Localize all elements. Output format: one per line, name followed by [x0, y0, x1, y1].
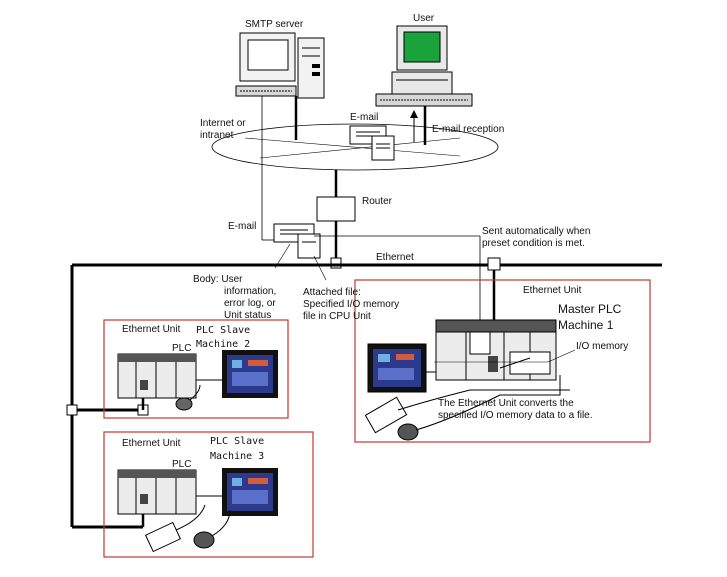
user-computer-icon — [375, 25, 473, 107]
slave2-box — [103, 319, 289, 419]
sent-auto-label-1: Sent automatically when — [482, 226, 591, 237]
router-icon — [316, 196, 356, 222]
plc-rack-icon — [117, 469, 197, 515]
master-plc-title-2: Machine 1 — [558, 318, 614, 332]
slave3-title-1: PLC Slave — [210, 436, 265, 447]
slave2-title-1: PLC Slave — [196, 325, 251, 336]
slave3-ethernet-unit-label: Ethernet Unit — [122, 438, 181, 449]
user-label: User — [413, 13, 435, 24]
master-plc-title-1: Master PLC — [558, 302, 622, 316]
smtp-server-label: SMTP server — [245, 19, 304, 30]
slave3-plc-label: PLC — [172, 459, 192, 470]
body-label-2: information, — [224, 286, 277, 297]
converts-label-2: specified I/O memory data to a file. — [438, 410, 593, 421]
internet-label-2: intranet — [200, 130, 234, 141]
attached-label-2: Specified I/O memory — [303, 299, 400, 310]
body-label-4: Unit status — [224, 310, 272, 321]
internet-ellipse — [211, 123, 499, 171]
sent-auto-label-2: preset condition is met. — [482, 238, 585, 249]
hmi-screen-icon — [222, 468, 278, 516]
email-reception-label: E-mail reception — [432, 124, 505, 135]
email-top-label: E-mail — [350, 112, 379, 123]
plc-rack-icon — [117, 353, 197, 399]
slave3-box — [103, 431, 314, 558]
hmi-screen-icon — [367, 343, 427, 393]
internet-label-1: Internet or — [200, 118, 246, 129]
slave2-ethernet-unit-label: Ethernet Unit — [122, 324, 181, 335]
sensor-icon — [144, 521, 215, 553]
master-plc-box — [354, 279, 651, 443]
ethernet-label: Ethernet — [376, 252, 414, 263]
router-label: Router — [362, 196, 393, 207]
body-label-1: Body: User — [193, 274, 243, 285]
arrow-up-icon — [410, 110, 418, 118]
email-left-label: E-mail — [228, 221, 257, 232]
hmi-screen-icon — [222, 350, 278, 398]
smtp-server-icon — [235, 32, 325, 99]
email-document-icon — [273, 223, 321, 259]
sensor-icon — [364, 396, 419, 441]
slave3-title-2: Machine 3 — [210, 451, 265, 462]
plc-rack-icon — [435, 319, 557, 381]
sensor-icon — [175, 397, 193, 411]
slave2-plc-label: PLC — [172, 343, 192, 354]
body-label-3: error log, or — [224, 298, 276, 309]
io-memory-label: I/O memory — [576, 341, 629, 352]
email-document-icon — [349, 125, 395, 161]
attached-label-1: Attached file: — [303, 287, 361, 298]
master-ethernet-unit-label: Ethernet Unit — [523, 285, 582, 296]
attached-label-3: file in CPU Unit — [303, 311, 371, 322]
slave2-title-2: Machine 2 — [196, 339, 251, 350]
converts-label-1: The Ethernet Unit converts the — [438, 398, 574, 409]
